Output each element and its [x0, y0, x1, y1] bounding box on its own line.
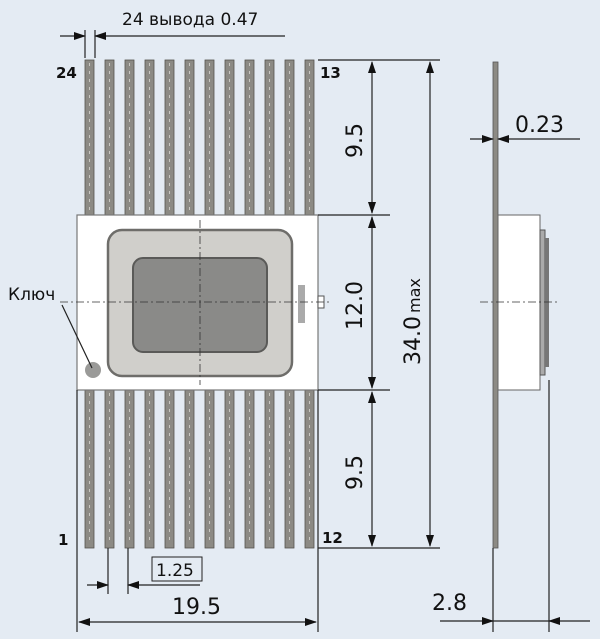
pin: [124, 389, 135, 549]
key-leader: [61, 304, 93, 369]
dim-lead-bottom: 9.5: [343, 455, 368, 490]
pin: [184, 389, 195, 549]
dim-total: 34.0: [401, 316, 426, 365]
side-lead: [492, 61, 499, 549]
pin: [204, 389, 215, 549]
dim-pitch: 1.25: [156, 561, 194, 581]
dim-body: 12.0: [343, 281, 368, 330]
index-mark: [298, 285, 305, 323]
pin-count-label: 24 вывода 0.47: [122, 10, 258, 30]
dim-width: 19.5: [172, 595, 221, 620]
dim-lead-thickness: 0.23: [515, 113, 564, 138]
side-window-edge: [545, 238, 549, 367]
pitch-box: [151, 556, 203, 582]
pin-label-1: 1: [58, 531, 68, 549]
pin: [244, 389, 255, 549]
dim-lead-top: 9.5: [343, 123, 368, 158]
pin-label-13: 13: [320, 64, 341, 82]
pin: [304, 389, 315, 549]
pin: [104, 389, 115, 549]
pin: [264, 389, 275, 549]
dim-total-suffix: max: [405, 278, 424, 313]
pin-label-12: 12: [322, 529, 343, 547]
pins: [84, 59, 315, 549]
key-mark: [85, 362, 101, 378]
key-label: Ключ: [8, 285, 55, 305]
pin: [144, 389, 155, 549]
pin: [164, 389, 175, 549]
side-body: [497, 214, 541, 391]
pin-label-24: 24: [56, 64, 77, 82]
pin: [284, 389, 295, 549]
side-window: [539, 229, 546, 376]
pin: [84, 389, 95, 549]
pin: [224, 389, 235, 549]
dim-height: 2.8: [432, 591, 467, 616]
